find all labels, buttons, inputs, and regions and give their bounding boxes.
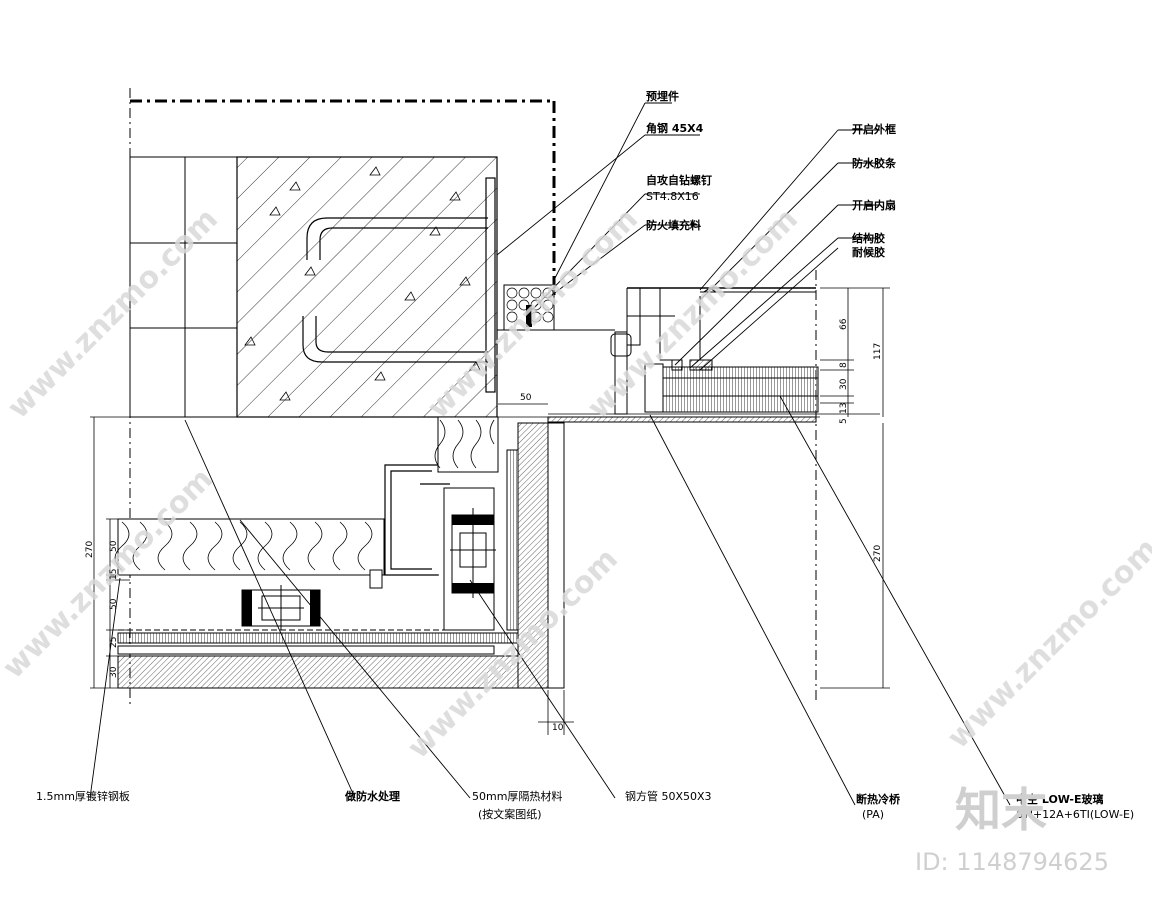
label-opening-sash: 开启内扇	[852, 198, 896, 212]
dim-270-left: 270	[85, 541, 95, 558]
steel-tube-right	[443, 487, 496, 631]
dim-8: 8	[839, 362, 849, 368]
label-embedded-part: 预埋件	[646, 89, 679, 103]
dim-50: 50	[520, 393, 532, 403]
label-weather-glue: 耐候胶	[852, 245, 885, 259]
label-opening-frame: 开启外框	[852, 122, 896, 136]
brand-logo: 知末	[955, 783, 1047, 837]
label-thermal-break: 断热冷桥	[856, 792, 901, 806]
dim-left-25: 25	[109, 637, 119, 648]
wm-text-1: www.znzmo.com	[1, 202, 225, 426]
dim-66: 66	[839, 318, 849, 330]
dimension-text: 50 10 66 117 8 30 5 13 270 270 50 15 50 …	[85, 318, 883, 733]
label-fire-fill: 防火填充料	[646, 218, 701, 232]
steel-tube-left	[241, 585, 321, 630]
steel-wall-lining	[506, 422, 565, 689]
steel-bracket	[384, 464, 450, 576]
dim-13: 13	[839, 403, 849, 414]
label-angle-steel: 角钢 45X4	[646, 121, 704, 135]
dim-left-15: 15	[109, 569, 119, 580]
label-steel-tube: 钢方管 50X50X3	[625, 789, 712, 803]
window-frame	[610, 287, 819, 415]
dim-117: 117	[873, 343, 883, 360]
label-insulation-note: (按文案图纸)	[478, 807, 542, 821]
dim-left-30: 30	[109, 666, 119, 678]
label-glass: 中空 LOW-E玻璃	[1016, 792, 1104, 806]
label-insulation: 50mm厚隔热材料	[472, 789, 562, 803]
beam-insulation	[434, 416, 499, 473]
leader-lines	[89, 102, 1011, 806]
dim-5: 5	[839, 418, 849, 424]
label-thermal-break-sub: (PA)	[862, 808, 884, 821]
dim-left-50b: 50	[109, 598, 119, 610]
label-anticorrosion: 做防水处理	[344, 789, 400, 803]
callouts-right: 预埋件 角钢 45X4 自攻自钻螺钉 ST4.8X16 防火填充料 开启外框 防…	[646, 89, 897, 259]
label-waterproof-strip: 防水胶条	[852, 156, 897, 170]
dim-270-right: 270	[873, 545, 883, 562]
dim-10: 10	[552, 723, 564, 733]
dimension-lines	[90, 287, 890, 735]
id-text: ID: 1148794625	[915, 848, 1109, 876]
label-glass-spec: 6TI+12A+6TI(LOW-E)	[1016, 808, 1134, 821]
label-screw-spec: ST4.8X16	[646, 190, 699, 203]
callouts-bottom: 1.5mm厚镀锌钢板 做防水处理 50mm厚隔热材料 (按文案图纸) 钢方管 5…	[36, 789, 1134, 821]
wm-text-6: www.znzmo.com	[941, 532, 1152, 756]
dim-left-50a: 50	[109, 540, 119, 552]
label-galv-sheet: 1.5mm厚镀锌钢板	[36, 789, 130, 803]
label-screw: 自攻自钻螺钉	[646, 173, 712, 187]
label-structural-glue: 结构胶	[851, 231, 885, 245]
brand-watermark: 知末 ID: 1148794625	[915, 783, 1109, 876]
fire-fill-block	[496, 284, 615, 395]
dim-30-right: 30	[839, 378, 849, 390]
bottom-panels	[117, 632, 519, 689]
